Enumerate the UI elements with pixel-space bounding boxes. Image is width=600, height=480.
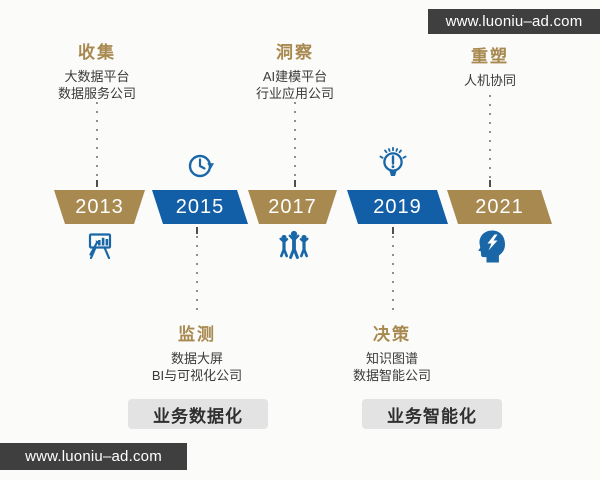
stage-line: 人机协同 (463, 73, 516, 88)
year-label: 2015 (175, 195, 225, 218)
phase-badge-intelligence: 业务智能化 (362, 399, 502, 429)
year-ribbon-2021: 2021 (447, 190, 552, 224)
people-group-icon (277, 229, 311, 260)
stage-title: 收集 (78, 43, 116, 62)
dotted-connector (96, 102, 98, 178)
stage-top-reshape: 重塑 人机协同 (405, 42, 575, 89)
year-ribbon-2017: 2017 (248, 190, 337, 224)
watermark-bottom: www.luoniu–ad.com (0, 443, 187, 470)
stage-line: BI与可视化公司 (151, 368, 243, 383)
stage-line: 知识图谱 (365, 351, 418, 366)
stage-line: 数据大屏 (170, 351, 223, 366)
connector-dash (294, 180, 296, 187)
year-label: 2013 (75, 195, 124, 218)
year-ribbon-2015: 2015 (152, 190, 248, 224)
year-label: 2021 (475, 195, 524, 218)
phase-badge-dataization: 业务数据化 (128, 399, 268, 429)
connector-dash (196, 227, 198, 234)
dotted-connector (196, 236, 198, 314)
mind-lightning-icon (475, 229, 510, 264)
history-clock-icon (184, 149, 217, 182)
stage-line: 行业应用公司 (255, 86, 334, 101)
year-label: 2019 (373, 195, 422, 218)
idea-bulb-icon (375, 146, 411, 184)
stage-bottom-monitor: 监测 数据大屏 BI与可视化公司 (112, 320, 282, 384)
stage-line: AI建模平台 (262, 69, 328, 84)
year-ribbon-2013: 2013 (54, 190, 145, 224)
watermark-top: www.luoniu–ad.com (428, 9, 600, 34)
year-label: 2017 (268, 195, 317, 218)
stage-title: 决策 (373, 325, 411, 344)
stage-line: 大数据平台 (64, 69, 130, 84)
stage-top-collect: 收集 大数据平台 数据服务公司 (12, 38, 182, 102)
stage-title: 洞察 (276, 43, 314, 62)
stage-line: 数据智能公司 (352, 368, 431, 383)
dotted-connector (294, 102, 296, 178)
connector-dash (489, 180, 491, 187)
connector-dash (96, 180, 98, 187)
stage-title: 监测 (178, 325, 216, 344)
presentation-chart-icon (84, 231, 115, 262)
year-ribbon-2019: 2019 (347, 190, 448, 224)
dotted-connector (392, 236, 394, 314)
stage-top-insight: 洞察 AI建模平台 行业应用公司 (210, 38, 380, 102)
stage-bottom-decision: 决策 知识图谱 数据智能公司 (307, 320, 477, 384)
stage-line: 数据服务公司 (57, 86, 136, 101)
dotted-connector (489, 95, 491, 178)
connector-dash (392, 227, 394, 234)
stage-title: 重塑 (471, 47, 509, 66)
